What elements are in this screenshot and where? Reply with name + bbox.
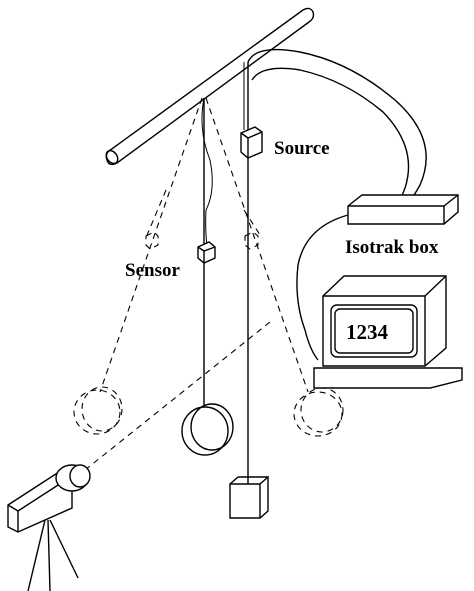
sensor-cube: [197, 241, 216, 264]
ghost-sensor-right: [244, 231, 259, 250]
isotrak-box-label: Isotrak box: [345, 237, 439, 258]
camera: [7, 464, 91, 533]
ghost-sensor-left: [145, 231, 159, 250]
sensor-label: Sensor: [125, 260, 180, 281]
monitor-cable: [296, 213, 353, 361]
ghost-bob-right: [293, 387, 344, 437]
isotrak-box: [347, 194, 459, 225]
source-label: Source: [274, 138, 330, 159]
source-cable: [247, 48, 427, 201]
sensor-bob: [181, 403, 234, 456]
support-rod: [105, 7, 315, 166]
display-monitor: [313, 275, 463, 389]
sensor-cable: [201, 97, 213, 246]
ghost-bob-left: [73, 386, 123, 435]
tripod: [27, 519, 79, 591]
source-weight-box: [229, 475, 269, 519]
display-readout: 1234: [346, 320, 389, 344]
source-block: [240, 126, 263, 159]
